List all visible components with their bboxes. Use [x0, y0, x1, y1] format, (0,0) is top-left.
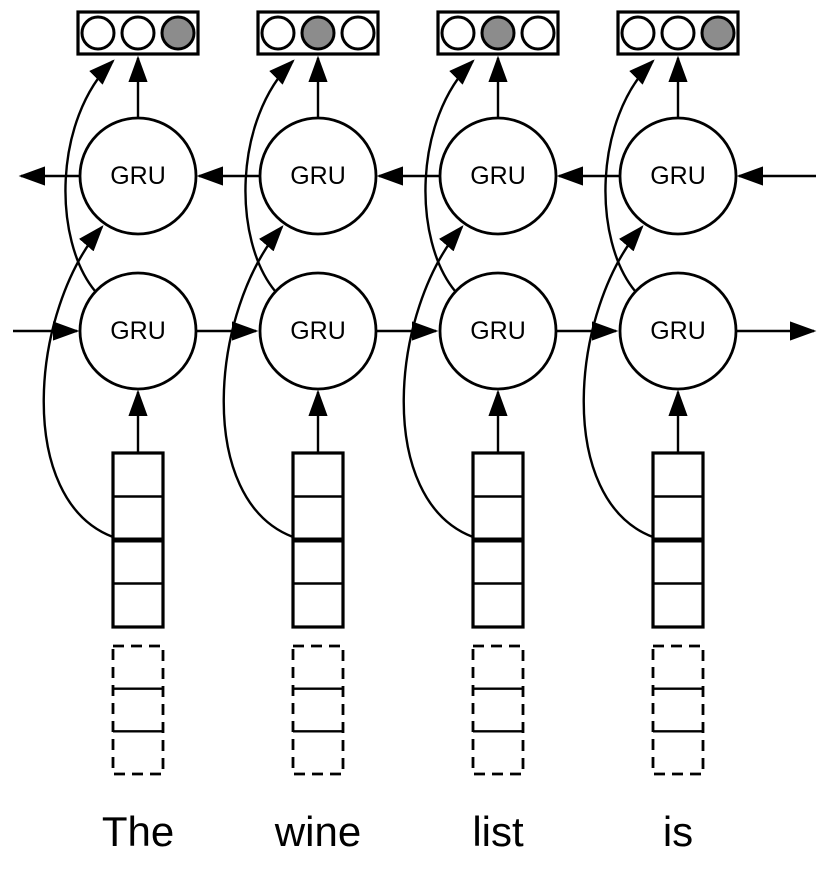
embedding-to-backward-curve [402, 225, 474, 539]
output-cell [660, 15, 696, 51]
forward-gru-node [618, 271, 738, 391]
context-box-dashed [471, 644, 525, 776]
output-cell [160, 15, 196, 51]
word-label: list [472, 808, 524, 855]
output-cell [120, 15, 156, 51]
word-label: The [102, 808, 174, 855]
forward-gru-node [78, 271, 198, 391]
forward-gru-label: GRU [470, 317, 526, 345]
forward-to-output-curve [64, 59, 115, 292]
forward-gru-label: GRU [290, 317, 346, 345]
forward-gru-label: GRU [650, 317, 706, 345]
context-box-dashed [111, 644, 165, 776]
column-4: GRU GRU is [582, 10, 740, 855]
output-cell [520, 15, 556, 51]
backward-gru-label: GRU [290, 162, 346, 190]
output-cell [700, 15, 736, 51]
output-cell [620, 15, 656, 51]
output-cell [440, 15, 476, 51]
output-cell [480, 15, 516, 51]
output-cell [80, 15, 116, 51]
output-cell [340, 15, 376, 51]
forward-to-output-curve [424, 59, 475, 292]
output-cell [260, 15, 296, 51]
backward-gru-node [438, 116, 558, 236]
backward-gru-label: GRU [110, 162, 166, 190]
context-box-dashed [651, 644, 705, 776]
forward-to-output-curve [244, 59, 295, 292]
context-box-dashed [291, 644, 345, 776]
embedding-to-backward-curve [582, 225, 654, 539]
output-cell [300, 15, 336, 51]
column-1: GRU GRU The [42, 10, 200, 855]
forward-gru-node [258, 271, 378, 391]
backward-gru-label: GRU [470, 162, 526, 190]
forward-gru-node [438, 271, 558, 391]
backward-gru-node [78, 116, 198, 236]
column-2: GRU GRU wine [222, 10, 380, 855]
forward-gru-label: GRU [110, 317, 166, 345]
column-3: GRU GRU list [402, 10, 560, 855]
backward-gru-label: GRU [650, 162, 706, 190]
word-label: is [663, 808, 693, 855]
backward-gru-node [258, 116, 378, 236]
backward-gru-node [618, 116, 738, 236]
word-label: wine [274, 808, 361, 855]
forward-to-output-curve [604, 59, 655, 292]
embedding-to-backward-curve [222, 225, 294, 539]
embedding-to-backward-curve [42, 225, 114, 539]
